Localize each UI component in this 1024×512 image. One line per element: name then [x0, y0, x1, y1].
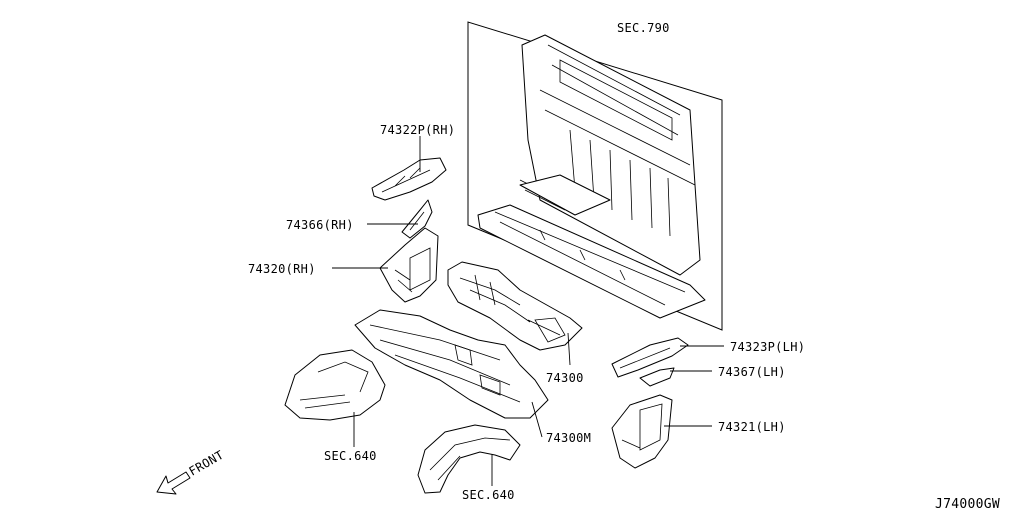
- sec790-frame: [467, 21, 723, 331]
- part-74300: [447, 261, 583, 351]
- label-74321: 74321(LH): [718, 420, 786, 434]
- label-front: FRONT: [187, 448, 227, 479]
- label-74367: 74367(LH): [718, 365, 786, 379]
- label-74323P: 74323P(LH): [730, 340, 805, 354]
- label-74322P: 74322P(RH): [380, 123, 455, 137]
- part-74367-lh: [639, 367, 675, 387]
- rear-panel-assembly: [477, 34, 706, 319]
- diagram-code: J74000GW: [935, 497, 1000, 512]
- label-74366: 74366(RH): [286, 218, 354, 232]
- part-74323P-lh: [611, 337, 689, 378]
- label-sec640-a: SEC.640: [324, 449, 377, 463]
- label-sec790: SEC.790: [617, 21, 670, 35]
- label-74300: 74300: [546, 371, 584, 385]
- part-74321-lh: [611, 394, 673, 469]
- part-74300M: [354, 309, 549, 419]
- label-sec640-b: SEC.640: [462, 488, 515, 502]
- label-74300M: 74300M: [546, 431, 591, 445]
- part-sec640-housing-b: [417, 424, 521, 494]
- part-sec640-housing-a: [284, 349, 386, 421]
- part-74322P-rh: [371, 157, 447, 201]
- front-arrow-icon: [156, 471, 191, 495]
- leader-lines: [332, 136, 724, 486]
- label-74320: 74320(RH): [248, 262, 316, 276]
- part-74320-rh: [379, 227, 439, 303]
- part-74366-rh: [401, 199, 433, 239]
